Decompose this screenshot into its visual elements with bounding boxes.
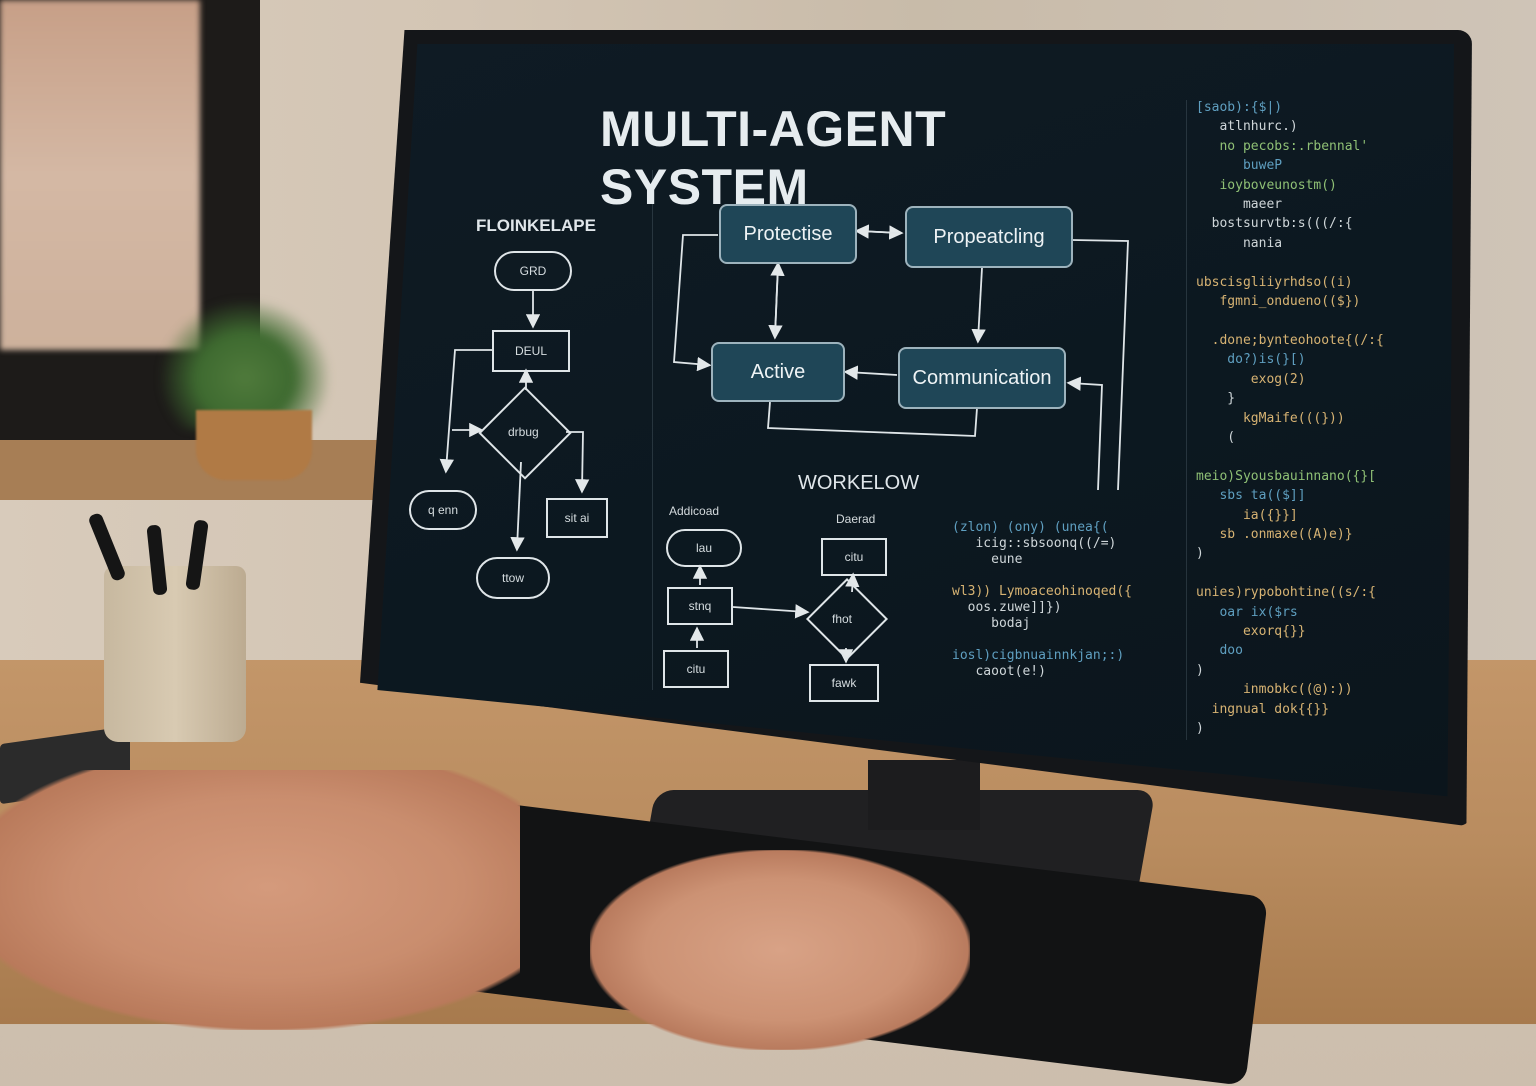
code-line: inmobkc((@):)) [1196, 682, 1353, 698]
code-line: ioyboveunostm() [1196, 177, 1337, 193]
window-sill [0, 440, 380, 500]
code-line: ) [1196, 721, 1204, 736]
code-line: ) [1196, 662, 1204, 678]
agent-node-active: Active [711, 342, 845, 402]
code-line: no pecobs:.rbennal' [1196, 138, 1369, 154]
agent-label: Protectise [743, 222, 833, 245]
code-line: oar ix($rs [1196, 604, 1298, 620]
node-label: GRD [519, 264, 547, 278]
code-line [1196, 447, 1384, 466]
agent-node-propeatcling: Propeatcling [905, 206, 1073, 268]
monitor-stand-neck [868, 760, 980, 830]
code-line: exorq{}} [1196, 623, 1306, 639]
code-line: .done;bynteohoote{(/:{ [1196, 332, 1384, 348]
node-label: fhot [832, 612, 853, 626]
code-line: eune [952, 552, 1023, 567]
node-label: drbug [508, 425, 539, 439]
workflow-title: WORKELOW [798, 472, 920, 494]
plant-pot [196, 410, 312, 480]
code-panel-right: [saob):{$|) atlnhurc.) no pecobs:.rbenna… [1196, 98, 1384, 738]
flowchart-right-node: sit ai [546, 498, 608, 538]
code-line: caoot(e!) [952, 664, 1046, 679]
code-line: sbs ta(($]] [1196, 488, 1306, 504]
agent-node-communication: Communication [898, 347, 1066, 409]
code-line: fgmni_ondueno(($}) [1196, 294, 1361, 310]
code-line: buweP [1196, 158, 1283, 174]
node-label: citu [686, 662, 706, 676]
code-line: ia({}}] [1196, 507, 1298, 523]
code-line: oos.zuwe]]}) [952, 600, 1062, 615]
flowchart-left-node: q enn [409, 490, 477, 530]
code-line [1196, 564, 1384, 583]
node-label: stnq [688, 599, 712, 613]
code-line [952, 568, 1132, 584]
agent-label: Propeatcling [933, 225, 1045, 248]
code-line: nania [1196, 235, 1283, 251]
agent-node-protectise: Protectise [719, 204, 857, 264]
code-line [1196, 311, 1384, 330]
agent-label: Communication [912, 366, 1052, 389]
workflow-right-bottom-node: fawk [809, 664, 879, 702]
window [0, 0, 260, 460]
node-label: sit ai [564, 511, 590, 525]
code-line: ingnual dok{{}} [1196, 701, 1330, 717]
code-line: bodaj [952, 616, 1031, 631]
plant [160, 300, 330, 430]
code-line: kgMaife(((})) [1196, 410, 1345, 426]
code-line: do?)is(}[) [1196, 352, 1306, 368]
code-line: doo [1196, 643, 1243, 659]
flowchart-title: FLOINKELAPE [476, 216, 596, 235]
workflow-right-top-node: citu [821, 538, 887, 576]
code-panel-middle: (zlon) (ony) (unea{( icig::sbsoonq((/=) … [952, 520, 1132, 680]
workflow-left-mid-node: stnq [667, 587, 733, 625]
node-label: fawk [831, 676, 857, 690]
code-line: atlnhurc.) [1196, 119, 1298, 135]
pen-cup [104, 566, 246, 742]
node-label: ttow [501, 571, 524, 585]
code-line [952, 632, 1132, 648]
window-pane [0, 0, 200, 350]
code-line [1196, 253, 1384, 272]
code-line: maeer [1196, 197, 1283, 213]
workflow-left-label: Addicoad [669, 504, 720, 518]
node-label: q enn [427, 503, 459, 517]
flowchart-bottom-node: ttow [476, 557, 550, 599]
agent-label: Active [750, 360, 806, 383]
flowchart-start-node: GRD [494, 251, 572, 291]
workflow-left-bottom-node: citu [663, 650, 729, 688]
code-line: meio)Syousbauinnano({}[ [1196, 468, 1377, 484]
code-line: wl3)) Lymoaceohinoqed({ [952, 584, 1133, 599]
left-hand [0, 770, 520, 1030]
code-line: (zlon) (ony) (unea{( [952, 520, 1109, 535]
right-hand [590, 850, 970, 1050]
code-line: bostsurvtb:s(((/:{ [1196, 216, 1353, 232]
node-label: citu [844, 550, 864, 564]
panel-divider [1186, 100, 1187, 740]
code-line: icig::sbsoonq((/=) [952, 536, 1117, 551]
flowchart-process-node: DEUL [492, 330, 570, 372]
code-line: ubscisgliiyrhdso((i) [1196, 274, 1353, 290]
node-label: lau [695, 541, 712, 555]
node-label: DEUL [514, 344, 547, 358]
code-line: unies)rypobohtine((s/:{ [1196, 585, 1377, 601]
code-line: iosl)cigbnuainnkjan;:) [952, 648, 1125, 663]
code-line: sb .onmaxe((A)e)} [1196, 526, 1353, 542]
code-line: [saob):{$|) [1196, 100, 1283, 115]
code-line: exog(2) [1196, 371, 1306, 387]
screen-title: MULTI-AGENT SYSTEM [600, 101, 947, 215]
panel-divider [652, 170, 653, 690]
workflow-left-top-node: lau [666, 529, 742, 567]
code-line: ) [1196, 546, 1204, 562]
code-line: } [1196, 391, 1236, 407]
code-line: ( [1196, 429, 1236, 445]
workflow-right-label: Daerad [836, 512, 876, 526]
